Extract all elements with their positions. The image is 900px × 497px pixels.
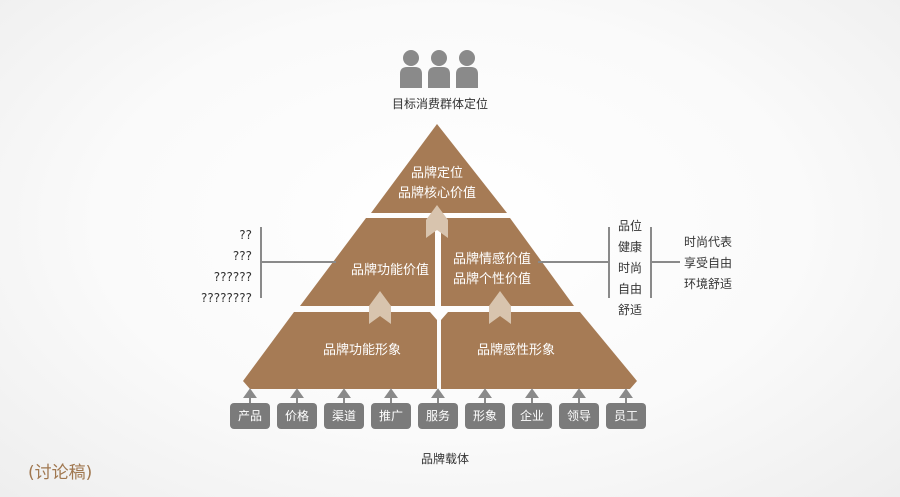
bottom-left-tier-text: 品牌功能形象 — [322, 343, 401, 358]
right-bracket — [538, 227, 680, 298]
right-list-b-item: 享受自由 — [684, 256, 733, 270]
left-list: ?? ??? ?????? ???????? — [200, 225, 252, 309]
person-icon — [400, 50, 422, 88]
right-list-a-item: 自由 — [617, 282, 642, 296]
up-arrow-icon — [426, 205, 448, 238]
left-bracket — [260, 227, 336, 298]
draft-label: (讨论稿) — [28, 463, 93, 483]
right-list-b: 时尚代表 享受自由 环境舒适 — [684, 232, 744, 295]
pyramid-top-tier — [371, 124, 507, 213]
left-list-item: ?????? — [213, 270, 252, 284]
carrier-box-enterprise: 企业 — [512, 403, 552, 429]
right-list-a-item: 健康 — [617, 240, 642, 254]
consumer-group-label: 目标消费群体定位 — [391, 97, 488, 111]
up-arrow-icon — [369, 291, 391, 324]
carrier-box-price: 价格 — [277, 403, 317, 429]
right-list-a-item: 时尚 — [617, 261, 642, 275]
carrier-box-channel: 渠道 — [324, 403, 364, 429]
up-arrow-icon — [489, 291, 511, 324]
middle-right-tier-text: 品牌情感价值 品牌个性价值 — [432, 250, 552, 290]
person-icon — [456, 50, 478, 88]
consumer-group-icons — [400, 50, 478, 88]
carrier-box-product: 产品 — [230, 403, 270, 429]
carrier-box-leader: 领导 — [559, 403, 599, 429]
pyramid-bottom-left-tier — [243, 312, 437, 389]
carrier-box-staff: 员工 — [606, 403, 646, 429]
carrier-box-promotion: 推广 — [371, 403, 411, 429]
middle-right-line2: 品牌个性价值 — [452, 272, 531, 287]
pyramid-middle-right-tier — [441, 218, 574, 306]
right-list-b-item: 时尚代表 — [684, 235, 733, 249]
carrier-connectors — [243, 388, 633, 403]
right-list-a: 品位 健康 时尚 自由 舒适 — [614, 216, 646, 321]
carrier-box-service: 服务 — [418, 403, 458, 429]
pyramid-middle-left-tier — [300, 218, 435, 306]
top-tier-text: 品牌定位 品牌核心价值 — [377, 164, 497, 204]
left-list-item: ??? — [232, 249, 252, 263]
right-list-a-item: 舒适 — [617, 303, 642, 317]
right-list-a-item: 品位 — [617, 219, 642, 233]
top-tier-line2: 品牌核心价值 — [397, 186, 476, 201]
person-icon — [428, 50, 450, 88]
bottom-right-tier-text: 品牌感性形象 — [476, 343, 555, 358]
middle-right-line1: 品牌情感价值 — [452, 252, 531, 267]
carrier-label: 品牌载体 — [420, 452, 469, 466]
right-list-b-item: 环境舒适 — [684, 277, 733, 291]
left-list-item: ???????? — [201, 291, 252, 305]
middle-left-tier-text: 品牌功能价值 — [350, 263, 429, 278]
carrier-box-image: 形象 — [465, 403, 505, 429]
top-tier-line1: 品牌定位 — [410, 166, 463, 181]
pyramid-bottom-right-tier — [441, 312, 637, 389]
left-list-item: ?? — [239, 228, 252, 242]
